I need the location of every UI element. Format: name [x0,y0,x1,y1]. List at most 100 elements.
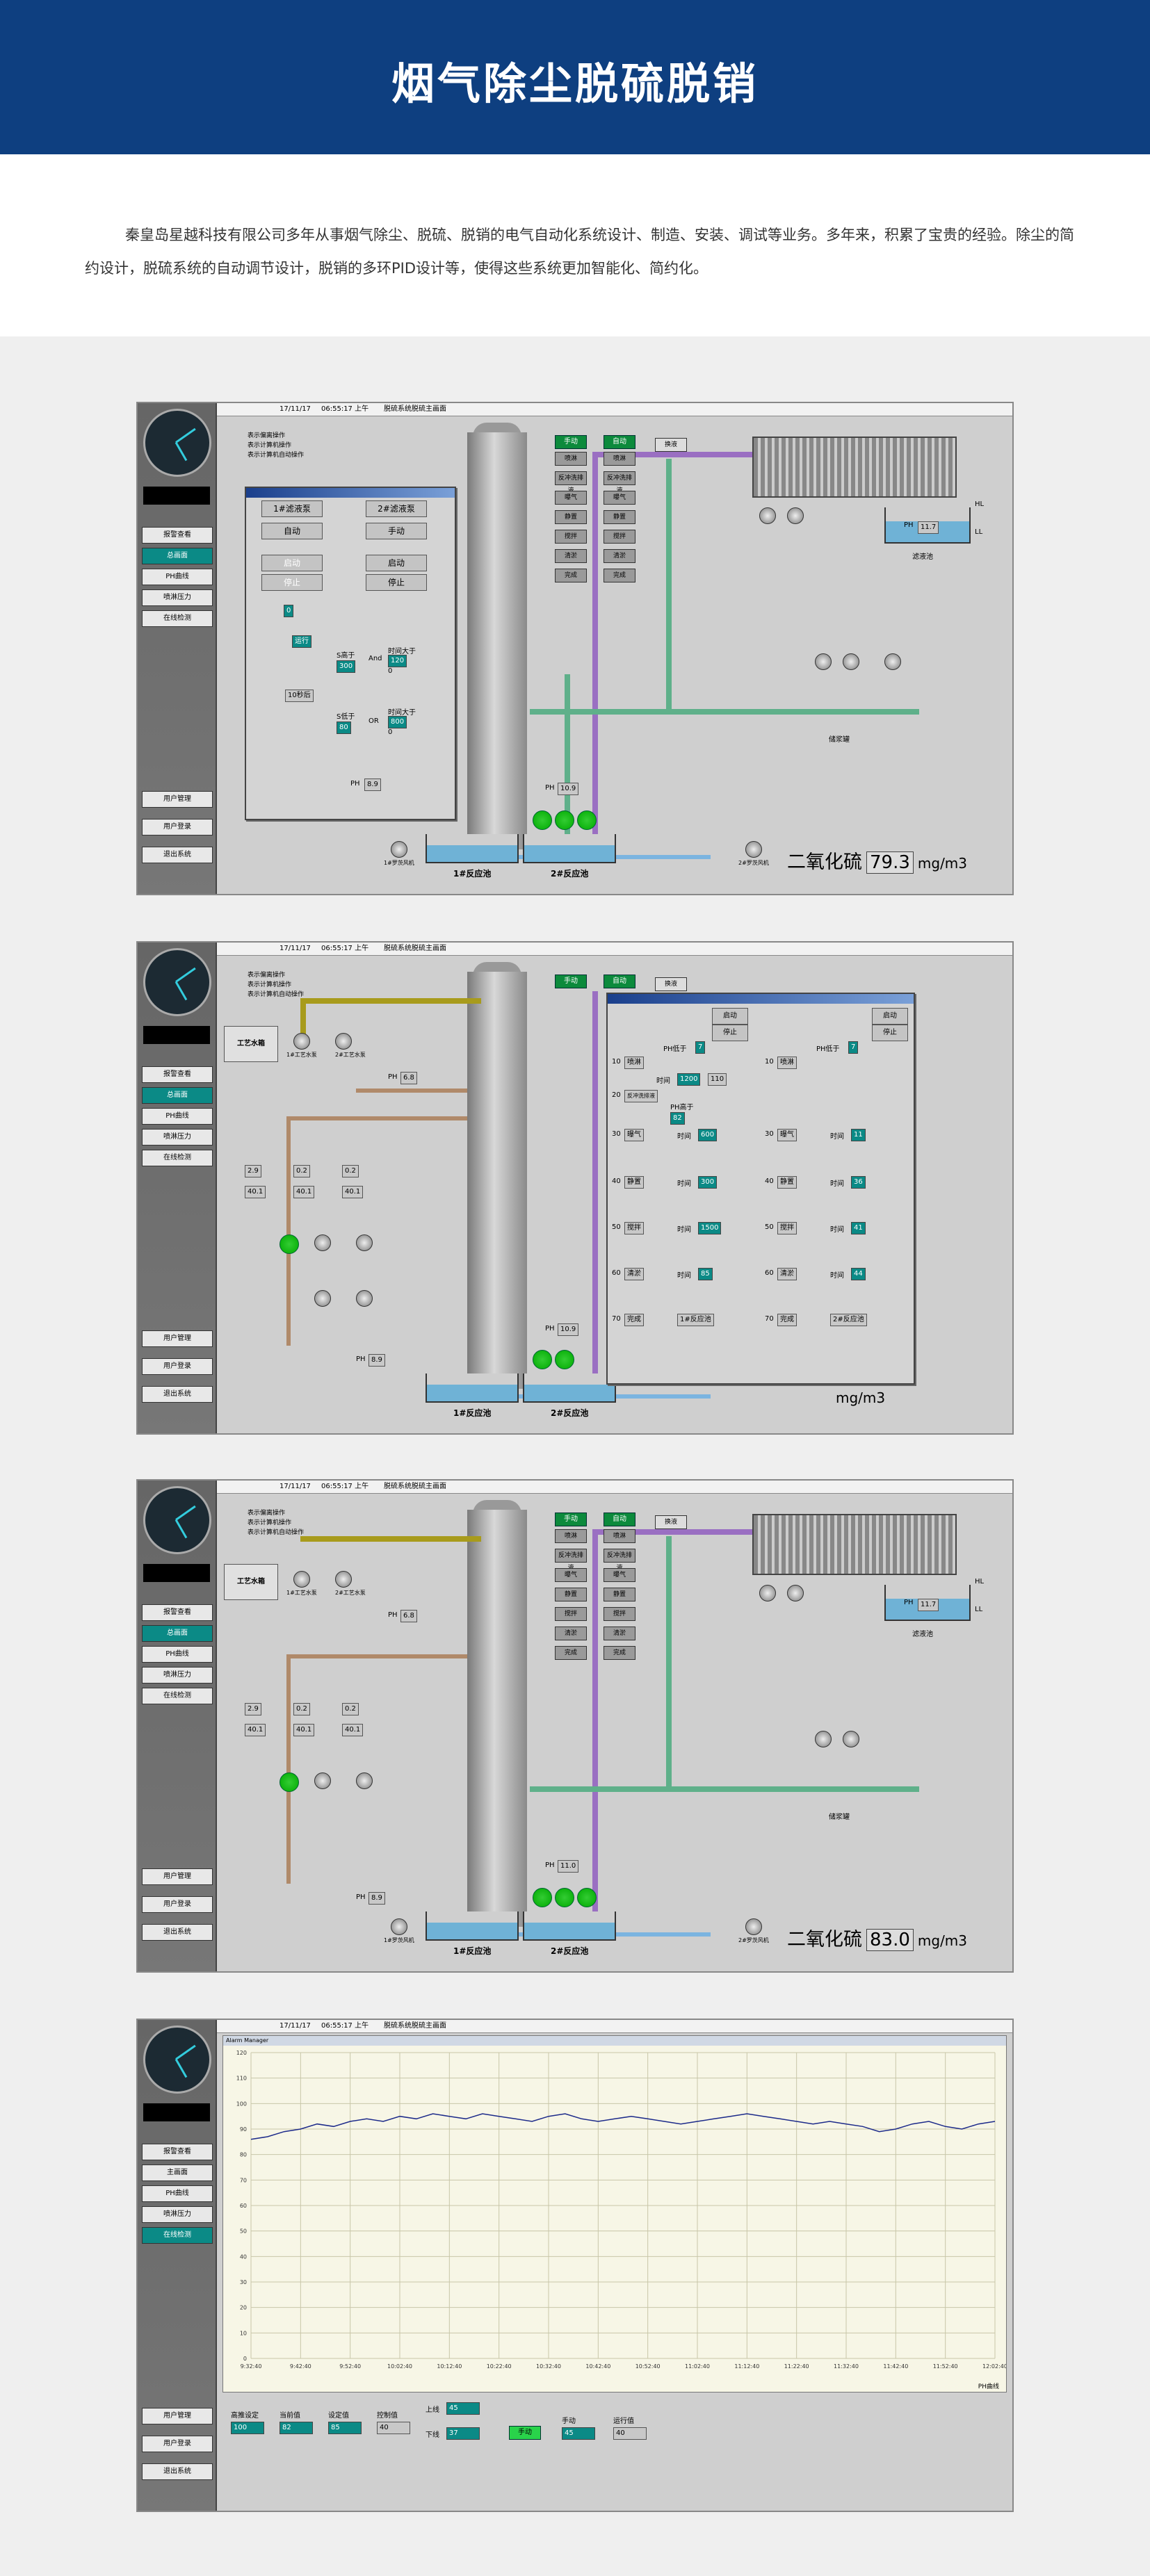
sequence-right-1[interactable]: 喷淋 [604,452,635,466]
nav-alarm[interactable]: 报警查看 [142,1604,213,1621]
sequence-left-0[interactable]: 手动 [555,1513,587,1526]
nav-exit[interactable]: 退出系统 [142,2463,213,2480]
nav-alarm[interactable]: 报警查看 [142,2144,213,2160]
nav-online[interactable]: 在线检测 [142,610,213,627]
manual-value[interactable]: 45 [562,2427,595,2440]
nav-login[interactable]: 用户登录 [142,1358,213,1375]
nav-main[interactable]: 主画面 [142,2165,213,2181]
time-value[interactable]: 300 [698,1176,718,1189]
stop-button-left[interactable]: 停止 [712,1025,748,1041]
sequence-left-0[interactable]: 手动 [555,975,587,988]
nav-login[interactable]: 用户登录 [142,2436,213,2452]
sequence-left-6[interactable]: 清淤 [555,1627,587,1640]
nav-exit[interactable]: 退出系统 [142,1924,213,1941]
nav-login[interactable]: 用户登录 [142,1896,213,1913]
auto-button[interactable]: 自动 [261,523,323,539]
stop-button-left[interactable]: 停止 [261,574,323,591]
nav-login[interactable]: 用户登录 [142,819,213,835]
nav-alarm[interactable]: 报警查看 [142,1066,213,1083]
nav-exit[interactable]: 退出系统 [142,1386,213,1403]
sequence-right-5[interactable]: 搅拌 [604,1607,635,1621]
sequence-right-7[interactable]: 完成 [604,569,635,582]
nav-main[interactable]: 总画面 [142,1625,213,1642]
sequence-right-3[interactable]: 曝气 [604,1568,635,1582]
sequence-left-5[interactable]: 搅拌 [555,1607,587,1621]
nav-ph[interactable]: PH曲线 [142,1108,213,1125]
switch-liquid-button[interactable]: 换液 [655,438,687,452]
sequence-left-3[interactable]: 曝气 [555,1568,587,1582]
sequence-left-1[interactable]: 喷淋 [555,452,587,466]
nav-spray[interactable]: 喷淋压力 [142,589,213,606]
time-value-r[interactable]: 11 [851,1129,866,1141]
upper-value[interactable]: 45 [446,2402,480,2415]
sequence-left-2[interactable]: 反冲洗排液 [555,1549,587,1572]
stop-button-right[interactable]: 停止 [366,574,427,591]
lower-value[interactable]: 37 [446,2427,480,2440]
filter-pump-2-button[interactable]: 2#滤液泵 [366,500,427,517]
sequence-left-6[interactable]: 清淤 [555,549,587,563]
time-value[interactable]: 600 [698,1129,718,1141]
sequence-left-7[interactable]: 完成 [555,1646,587,1660]
ph-low-value[interactable]: 7 [695,1041,706,1054]
time-value-r[interactable]: 44 [851,1268,866,1280]
nav-online[interactable]: 在线检测 [142,1688,213,1704]
sequence-left-0[interactable]: 手动 [555,435,587,449]
nav-online[interactable]: 在线检测 [142,2227,213,2244]
sequence-right-1[interactable]: 喷淋 [604,1529,635,1543]
filter-pump-1-button[interactable]: 1#滤液泵 [261,500,323,517]
sequence-right-6[interactable]: 清淤 [604,1627,635,1640]
nav-user-manage[interactable]: 用户管理 [142,791,213,808]
nav-alarm[interactable]: 报警查看 [142,527,213,544]
stop-button-right[interactable]: 停止 [872,1025,908,1041]
time-value-r[interactable]: 41 [851,1222,866,1234]
start-button-left[interactable]: 启动 [261,555,323,571]
time-gt-value-2[interactable]: 800 [388,716,407,728]
sequence-right-0[interactable]: 自动 [604,975,635,988]
switch-liquid-button[interactable]: 换液 [655,977,687,991]
sequence-right-4[interactable]: 静置 [604,510,635,524]
nav-spray[interactable]: 喷淋压力 [142,2206,213,2223]
time-value-1[interactable]: 1200 [677,1073,701,1086]
time-value[interactable]: 85 [698,1268,713,1280]
switch-liquid-button[interactable]: 换液 [655,1515,687,1529]
time-gt-value[interactable]: 120 [388,655,407,667]
sequence-left-7[interactable]: 完成 [555,569,587,582]
s-low-value[interactable]: 80 [337,722,351,734]
setting-value[interactable]: 85 [328,2422,362,2434]
sequence-left-4[interactable]: 静置 [555,1588,587,1601]
sequence-right-5[interactable]: 搅拌 [604,530,635,544]
s-high-value[interactable]: 300 [337,660,356,673]
nav-ph[interactable]: PH曲线 [142,569,213,585]
sequence-right-0[interactable]: 自动 [604,435,635,449]
nav-user-manage[interactable]: 用户管理 [142,1868,213,1885]
ph-low-value-r[interactable]: 7 [848,1041,859,1054]
nav-main[interactable]: 总画面 [142,1087,213,1104]
manual-button[interactable]: 手动 [366,523,427,539]
sequence-right-3[interactable]: 曝气 [604,491,635,505]
hi-setting-value[interactable]: 100 [231,2422,264,2434]
sequence-right-4[interactable]: 静置 [604,1588,635,1601]
ph-high-value[interactable]: 82 [670,1112,685,1125]
sequence-right-2[interactable]: 反冲洗排液 [604,1549,635,1572]
nav-exit[interactable]: 退出系统 [142,847,213,863]
start-button-right[interactable]: 启动 [872,1008,908,1025]
mode-button[interactable]: 手动 [509,2426,541,2440]
sequence-left-4[interactable]: 静置 [555,510,587,524]
nav-user-manage[interactable]: 用户管理 [142,2408,213,2424]
nav-spray[interactable]: 喷淋压力 [142,1129,213,1146]
nav-main[interactable]: 总画面 [142,548,213,564]
time-value-r[interactable]: 36 [851,1176,866,1189]
nav-spray[interactable]: 喷淋压力 [142,1667,213,1684]
nav-user-manage[interactable]: 用户管理 [142,1330,213,1347]
nav-online[interactable]: 在线检测 [142,1150,213,1166]
start-button-right[interactable]: 启动 [366,555,427,571]
sequence-left-2[interactable]: 反冲洗排液 [555,471,587,494]
nav-ph[interactable]: PH曲线 [142,1646,213,1663]
sequence-right-7[interactable]: 完成 [604,1646,635,1660]
nav-ph[interactable]: PH曲线 [142,2185,213,2202]
start-button-left[interactable]: 启动 [712,1008,748,1025]
sequence-right-2[interactable]: 反冲洗排液 [604,471,635,494]
sequence-right-6[interactable]: 清淤 [604,549,635,563]
sequence-right-0[interactable]: 自动 [604,1513,635,1526]
sequence-left-5[interactable]: 搅拌 [555,530,587,544]
